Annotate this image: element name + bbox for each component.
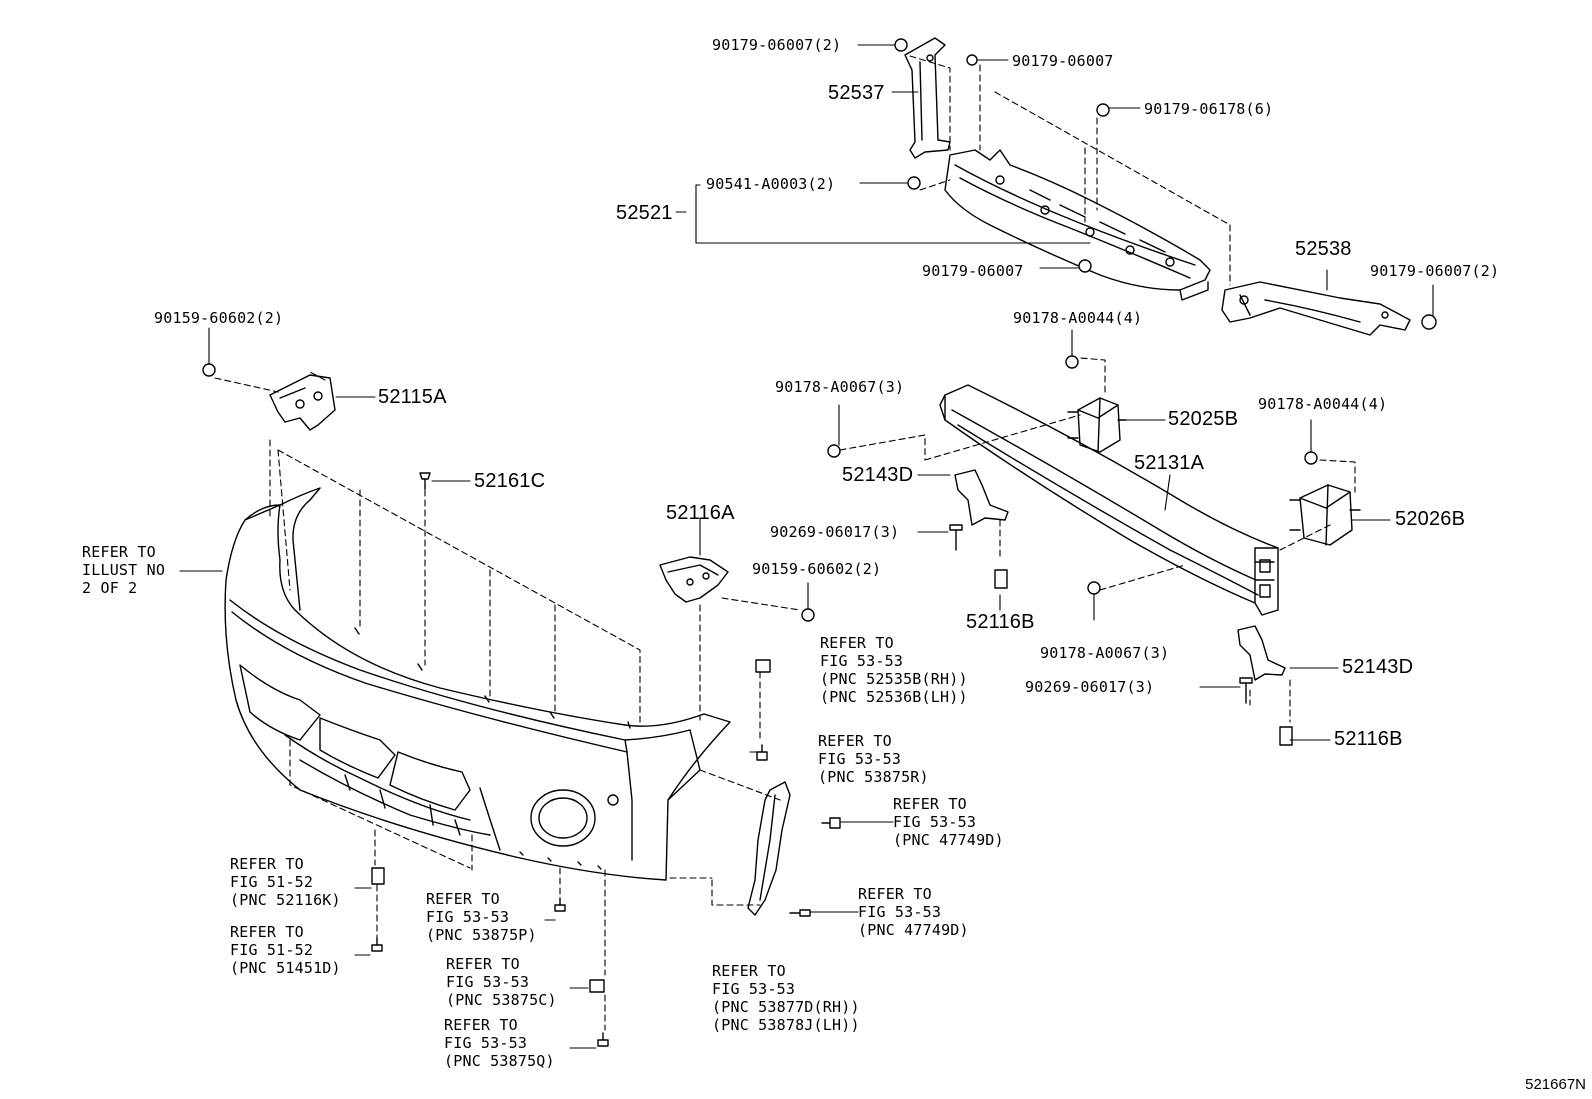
bracket-52143d-lower (1238, 626, 1285, 680)
label-refer-52535b-52536b: REFER TO FIG 53-53 (PNC 52535B(RH)) (PNC… (820, 634, 968, 706)
label-90178-a0067-3-top: 90178-A0067(3) (775, 378, 905, 396)
label-refer-illust-2of2: REFER TO ILLUST NO 2 OF 2 (82, 543, 166, 597)
leader-lines (180, 45, 1433, 1048)
bracket-52116a (660, 557, 728, 602)
label-refer-51451d: REFER TO FIG 51-52 (PNC 51451D) (230, 923, 341, 977)
label-90178-a0044-4-left: 90178-A0044(4) (1013, 309, 1143, 327)
bracket-52143d-upper (955, 470, 1008, 525)
diagram-code: 521667N (1525, 1076, 1586, 1093)
bracket-52538 (1222, 282, 1410, 335)
label-52143d-upper: 52143D (842, 464, 914, 486)
label-90269-06017-3-upper: 90269-06017(3) (770, 523, 900, 541)
bumper-cover (225, 488, 730, 880)
label-52538: 52538 (1295, 238, 1352, 260)
label-refer-53875c: REFER TO FIG 53-53 (PNC 53875C) (446, 955, 557, 1009)
label-refer-52116k: REFER TO FIG 51-52 (PNC 52116K) (230, 855, 341, 909)
label-90269-06017-3-lower: 90269-06017(3) (1025, 678, 1155, 696)
label-90179-06007-mid: 90179-06007 (922, 262, 1024, 280)
label-52115a: 52115A (378, 386, 447, 408)
fasteners (203, 39, 1436, 1046)
label-90178-a0044-4-right: 90178-A0044(4) (1258, 395, 1388, 413)
label-refer-47749d-lower: REFER TO FIG 53-53 (PNC 47749D) (858, 885, 969, 939)
label-90159-60602-2-left: 90159-60602(2) (154, 309, 284, 327)
side-retainer (748, 782, 790, 915)
label-52116a: 52116A (666, 502, 735, 524)
label-refer-53875r: REFER TO FIG 53-53 (PNC 53875R) (818, 732, 929, 786)
label-refer-53877d-53878j: REFER TO FIG 53-53 (PNC 53877D(RH)) (PNC… (712, 962, 860, 1034)
label-52026b: 52026B (1395, 508, 1466, 530)
label-90541-a0003-2: 90541-A0003(2) (706, 175, 836, 193)
label-52537: 52537 (828, 82, 885, 104)
label-52131a: 52131A (1134, 452, 1205, 474)
label-90178-a0067-3-bottom: 90178-A0067(3) (1040, 644, 1170, 662)
label-52025b: 52025B (1168, 408, 1239, 430)
label-90179-06007-2-top: 90179-06007(2) (712, 36, 842, 54)
bracket-52115a (270, 375, 335, 430)
crash-box-52026b (1290, 485, 1360, 545)
label-52143d-lower: 52143D (1342, 656, 1414, 678)
label-52116b-lower: 52116B (1334, 728, 1403, 750)
label-refer-53875q: REFER TO FIG 53-53 (PNC 53875Q) (444, 1016, 555, 1070)
bracket-52537 (905, 38, 950, 158)
label-52521: 52521 (616, 202, 673, 224)
label-90179-06007-top: 90179-06007 (1012, 52, 1114, 70)
label-refer-53875p: REFER TO FIG 53-53 (PNC 53875P) (426, 890, 537, 944)
crash-box-52025b (1068, 398, 1126, 452)
assembly-lines (215, 56, 1355, 1030)
label-refer-47749d-upper: REFER TO FIG 53-53 (PNC 47749D) (893, 795, 1004, 849)
label-90179-06007-2-right: 90179-06007(2) (1370, 262, 1500, 280)
label-90179-06178-6: 90179-06178(6) (1144, 100, 1274, 118)
support-52521 (945, 150, 1210, 300)
label-52116b-upper: 52116B (966, 611, 1035, 633)
label-52161c: 52161C (474, 470, 546, 492)
label-90159-60602-2-right: 90159-60602(2) (752, 560, 882, 578)
